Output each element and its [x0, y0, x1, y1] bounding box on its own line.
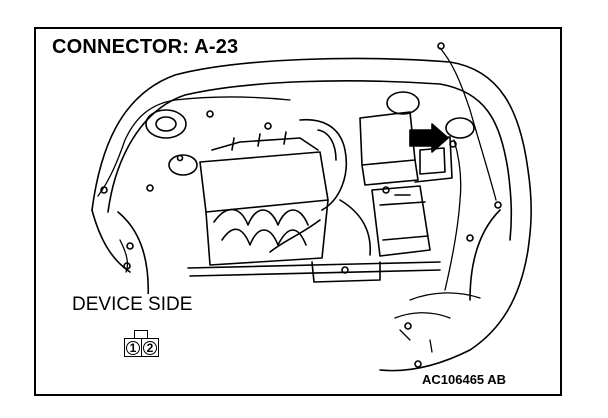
connector-title: CONNECTOR: A-23 [50, 36, 241, 59]
figure-code: AC106465 AB [420, 372, 509, 387]
connector-pin-1: 1 [124, 338, 142, 357]
connector-key-notch [134, 330, 148, 339]
device-side-label: DEVICE SIDE [70, 294, 195, 316]
connector-pin-2: 2 [141, 338, 159, 357]
